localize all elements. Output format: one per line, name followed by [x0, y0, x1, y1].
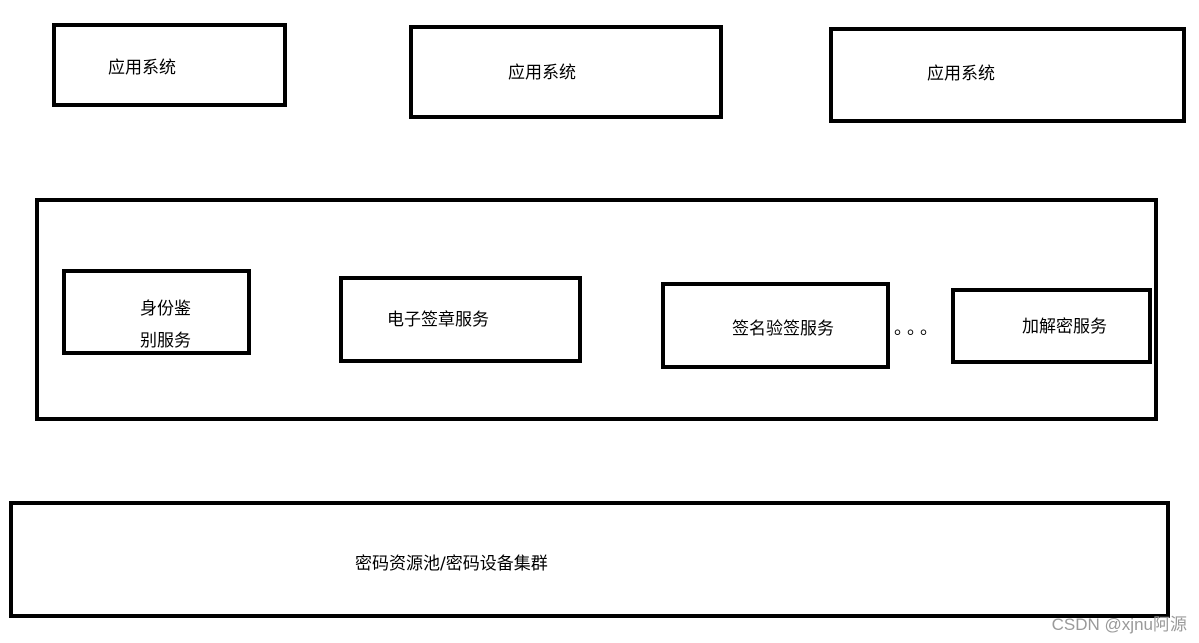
e-seal-service-label: 电子签章服务	[387, 310, 489, 330]
e-seal-service-box: 电子签章服务	[339, 276, 582, 363]
csdn-watermark: CSDN @xjnu阿源	[1051, 615, 1187, 634]
app-system-label-3: 应用系统	[927, 64, 995, 84]
ellipsis-more-services: 。。。	[894, 318, 942, 339]
app-system-box-1: 应用系统	[52, 23, 287, 107]
encrypt-decrypt-service-label: 加解密服务	[1022, 317, 1107, 337]
sign-verify-service-label: 签名验签服务	[732, 319, 834, 339]
crypto-resource-pool-box: 密码资源池/密码设备集群	[9, 501, 1170, 618]
identity-auth-label-line1: 身份鉴	[140, 299, 191, 319]
identity-auth-label-line2: 别服务	[140, 331, 191, 351]
encrypt-decrypt-service-box: 加解密服务	[951, 288, 1152, 364]
app-system-box-2: 应用系统	[409, 25, 723, 119]
app-system-label-1: 应用系统	[108, 58, 176, 78]
identity-auth-service-box: 身份鉴 别服务	[62, 269, 251, 355]
sign-verify-service-box: 签名验签服务	[661, 282, 890, 369]
app-system-box-3: 应用系统	[829, 27, 1186, 123]
crypto-resource-pool-label: 密码资源池/密码设备集群	[355, 554, 548, 574]
app-system-label-2: 应用系统	[508, 63, 576, 83]
